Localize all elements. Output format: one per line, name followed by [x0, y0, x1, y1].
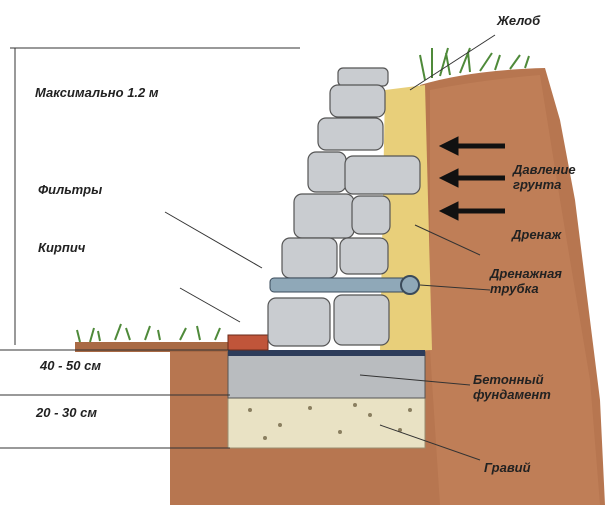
gravel-layer: [227, 397, 426, 449]
label-foundation-line1: Бетонный: [473, 372, 544, 387]
label-gutter: Желоб: [497, 13, 541, 28]
label-foundation-line2: фундамент: [473, 387, 551, 402]
brick: [227, 334, 269, 351]
label-filters: Фильтры: [38, 182, 103, 197]
ground-left: [75, 342, 230, 352]
concrete-foundation: [227, 351, 426, 399]
stone-wall: [267, 67, 421, 347]
label-depth-20-30: 20 - 30 см: [36, 405, 97, 420]
label-depth-40-50: 40 - 50 см: [40, 358, 101, 373]
label-brick: Кирпич: [38, 240, 86, 255]
drain-pipe: [269, 277, 416, 293]
drain-pipe-end: [400, 275, 420, 295]
soil-shadow: [430, 75, 600, 505]
grass: [76, 47, 530, 343]
label-drainage: Дренаж: [512, 227, 562, 242]
leader-lines: [0, 34, 496, 461]
label-pressure-line2: грунта: [513, 177, 562, 192]
label-pressure-line1: Давление: [513, 162, 576, 177]
pressure-arrows: [438, 136, 505, 221]
gravel-dots: [248, 403, 412, 440]
label-pipe-line2: трубка: [490, 281, 539, 296]
foundation-top-band: [228, 350, 425, 356]
label-max-height: Максимально 1.2 м: [35, 85, 159, 100]
label-gravel: Гравий: [484, 460, 531, 475]
label-pipe-line1: Дренажная: [490, 266, 562, 281]
